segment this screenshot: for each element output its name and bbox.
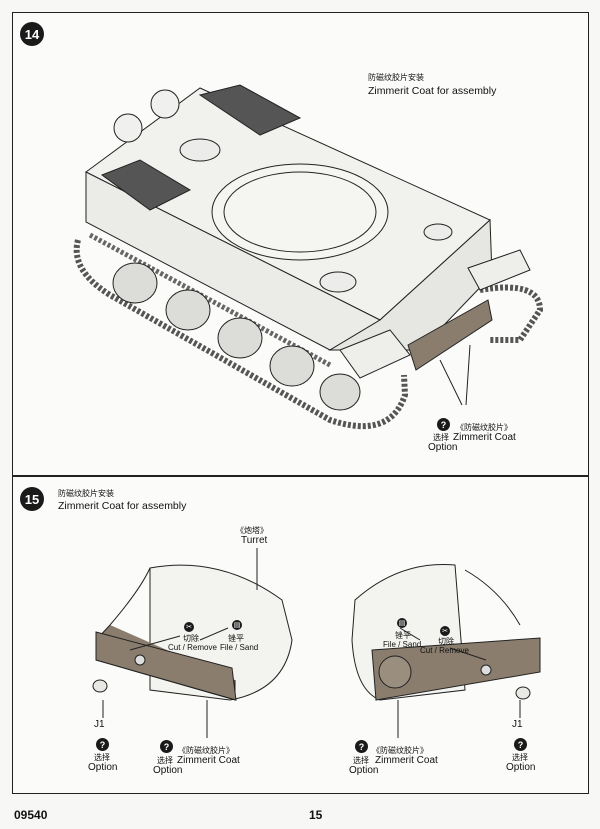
step-14-badge: 14 [20, 22, 44, 46]
left-option-question-icon: ? [96, 738, 109, 751]
right-option-question-icon: ? [514, 738, 527, 751]
cut-tool-icon: ✂ [184, 622, 194, 632]
step-15-title-cn: 防磁纹胶片安装 [58, 489, 114, 498]
left-part-label: J1 [94, 719, 105, 730]
right-part-label: J1 [512, 719, 523, 730]
left-cut-cn: 切除 [183, 634, 199, 643]
turret-label-en: Turret [241, 535, 268, 546]
tank-hull-illustration [73, 84, 544, 430]
right-coat-question-icon: ? [355, 740, 368, 753]
right-cut-cn: 切除 [438, 637, 454, 646]
step-14-title-cn: 防磁纹胶片安装 [368, 73, 424, 82]
right-option-en: Option [506, 762, 536, 773]
step-14-coat-en: Zimmerit Coat [453, 432, 516, 443]
right-cut-en: Cut / Remove [420, 646, 469, 655]
right-file-en: File / Sand [383, 640, 422, 649]
left-cut-en: Cut / Remove [168, 643, 217, 652]
left-file-cn: 锉平 [228, 634, 244, 643]
left-file-en: File / Sand [220, 643, 259, 652]
page-number: 15 [309, 808, 323, 822]
left-coat-option-cn: 选择 [157, 756, 173, 765]
step-14-coat-cn: 《防磁纹胶片》 [456, 423, 512, 432]
step-15-title-en: Zimmerit Coat for assembly [58, 500, 187, 512]
turret-label-cn: 《炮塔》 [236, 526, 268, 535]
left-option-en: Option [88, 762, 118, 773]
left-coat-question-icon: ? [160, 740, 173, 753]
right-coat-option-en: Option [349, 765, 379, 776]
right-cut-tool-icon: ✂ [440, 626, 450, 636]
left-coat-cn: 《防磁纹胶片》 [178, 746, 234, 755]
file-tool-icon: ▤ [232, 620, 242, 630]
option-question-icon: ? [437, 418, 450, 431]
right-coat-en: Zimmerit Coat [375, 755, 438, 766]
right-option-cn: 选择 [512, 753, 528, 762]
left-coat-en: Zimmerit Coat [177, 755, 240, 766]
left-option-cn: 选择 [94, 753, 110, 762]
right-coat-cn: 《防磁纹胶片》 [372, 746, 428, 755]
step-15-badge: 15 [20, 487, 44, 511]
step-14-option-en: Option [428, 442, 458, 453]
step-14-title-en: Zimmerit Coat for assembly [368, 85, 497, 97]
left-coat-option-en: Option [153, 765, 183, 776]
right-file-tool-icon: ▤ [397, 618, 407, 628]
right-file-cn: 锉平 [395, 631, 411, 640]
step-14-option-cn: 选择 [433, 433, 449, 442]
product-code: 09540 [14, 808, 48, 822]
right-coat-option-cn: 选择 [353, 756, 369, 765]
